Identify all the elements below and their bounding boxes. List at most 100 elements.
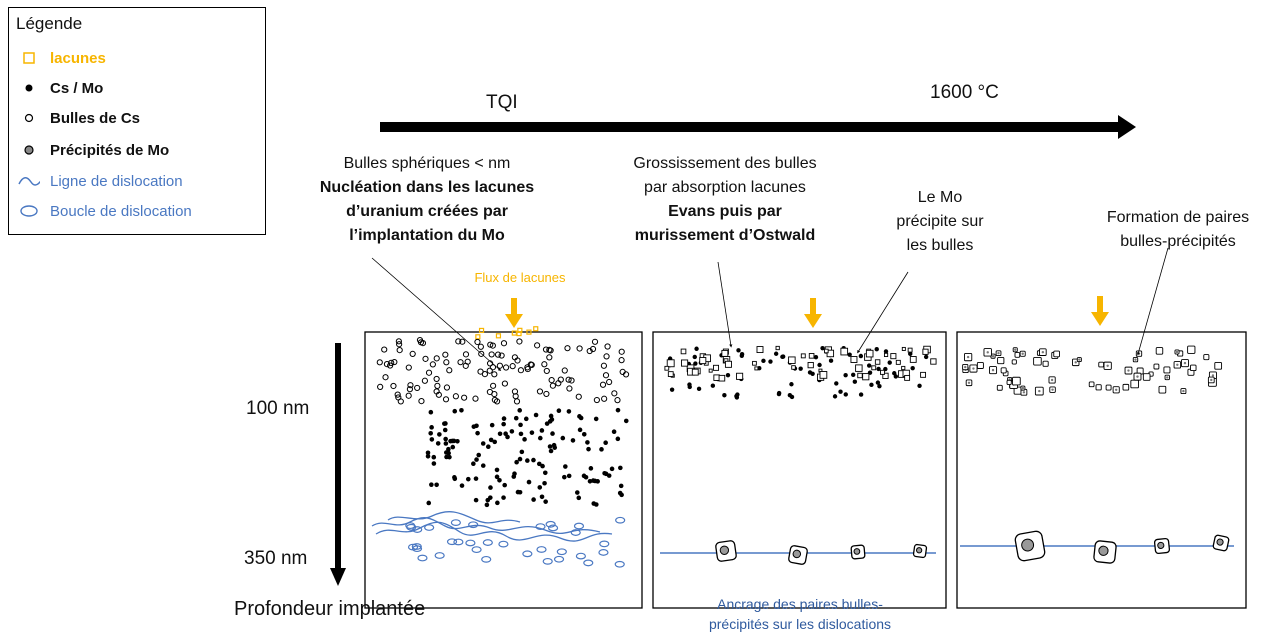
anchored-pairs-panel-right [1014,530,1230,564]
bubble-precipitate-pair [1187,345,1196,354]
cs-bubble [459,338,466,345]
cs-bubble [491,371,498,378]
cs-bubble [527,361,534,368]
cs-bubble [502,364,510,371]
mo-precipitate [991,368,995,372]
legend-label-lacunes: lacunes [50,49,106,67]
cs-mo-atom [577,427,583,433]
cs-bubble [555,380,562,387]
cs-mo-atom [442,427,448,433]
cs-mo-atom [529,430,535,435]
cs-mo-atom [522,437,527,442]
legend-item-precipites: Précipités de Mo [18,139,169,161]
cs-mo-atom [563,464,568,469]
cs-mo-atom [560,435,566,441]
cs-bubble [549,382,557,389]
dislocation-loop [570,529,581,536]
timeline-end-label: 1600 °C [930,82,999,103]
legend-label-cs-mo: Cs / Mo [50,79,104,97]
cs-bubble [405,364,412,371]
cs-mo-atom [618,465,623,471]
cs-mo-atom [543,499,548,504]
depth-caption: Profondeur implantée [234,598,426,620]
annotation-growth-line1: Grossissement des bulles [633,155,817,172]
cs-bubble [394,391,401,398]
cs-bubble [409,350,416,357]
mo-precipitate [1114,388,1118,392]
legend-title: Légende [16,14,83,33]
bubble-precipitate-pair [1130,379,1139,389]
cs-mo-atom [480,463,486,468]
annotation-nucleation: Bulles sphériques < nm Nucléation dans l… [282,152,572,248]
cs-bubble [591,338,599,345]
cs-mo-atom [908,351,913,357]
annotation-mo-line1: Le Mo [917,189,963,206]
cs-mo-atom [834,381,839,386]
cs-bubble [564,345,571,352]
vacancy-bubble [862,373,870,381]
vacancy-bubble [667,371,674,377]
cs-mo-atom [492,439,498,445]
mo-precipitate [1050,378,1054,382]
bubble-precipitate-pair [1105,384,1112,391]
vacancy-bubble [756,346,764,354]
cs-bubble [462,351,470,358]
cs-mo-atom [495,500,500,506]
cs-mo-atom [485,444,491,449]
mo-precipitate [915,547,923,554]
vacancy-bubble [855,364,863,372]
cs-mo-atom [858,353,864,359]
cs-mo-atom [807,370,813,375]
mo-precipitate [1021,352,1024,355]
cs-mo-atom [494,474,500,480]
mo-precipitate [966,355,970,359]
dislocation-loop [465,539,476,547]
cs-mo-atom [539,428,545,433]
cs-mo-atom [820,345,825,351]
vacancy-bubble [874,359,881,365]
cs-mo-atom [429,425,434,430]
cs-mo-atom [574,490,580,495]
cs-mo-atom [547,444,553,449]
cs-mo-atom [435,441,441,446]
annotation-growth-line2: par absorption lacunes [644,179,806,196]
cs-bubbles-panel-tqi [376,336,630,405]
vacancy-bubble [708,368,713,373]
vacancy-square [533,326,539,332]
cs-mo-atom [615,407,621,413]
cs-bubble [534,342,541,349]
vacancy-bubble [840,347,849,356]
cs-mo-atom [428,409,434,415]
cs-mo-atom [581,431,587,437]
mo-precipitate [1216,538,1224,546]
dislocation-loop [545,520,556,528]
dislocation-loop [614,560,625,568]
cs-mo-atom [876,366,881,372]
bubble-precipitate-pair [1190,364,1197,372]
bubble-precipitate-pair [1155,347,1164,355]
cs-mo-atom [497,477,502,483]
orange-square-icon [18,51,40,65]
mo-precipitate [853,548,861,555]
legend-item-bulles: Bulles de Cs [18,107,140,129]
cs-mo-atom [725,372,731,378]
dislocation-loop [434,552,445,559]
vacancy-bubble [691,368,699,376]
dislocation-loop [424,524,435,531]
dislocation-loop [482,539,493,546]
legend-item-lacunes: lacunes [18,47,106,69]
cs-bubble [599,381,607,388]
cs-mo-atom [869,382,874,388]
cs-bubble [405,392,412,399]
vacancy-bubble [724,360,732,368]
cs-mo-atom [511,474,517,479]
cs-mo-atom [669,387,675,392]
vacancy-bubble [879,369,885,375]
cs-mo-atom [476,452,482,458]
dislocation-loop [547,524,559,532]
mo-precipitate [1166,376,1169,379]
bubble-precipitate-pair [1214,361,1223,370]
cs-bubble [457,359,464,366]
vacancy-bubble [850,356,858,363]
mo-precipitate [967,381,971,384]
